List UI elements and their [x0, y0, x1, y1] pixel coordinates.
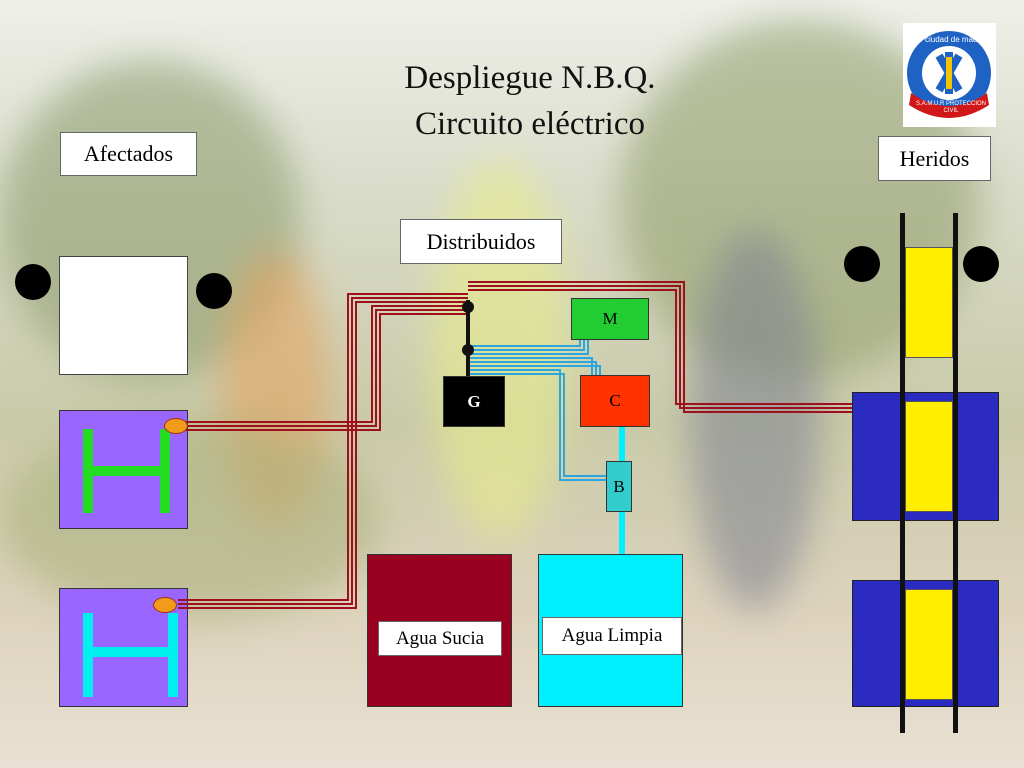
yellow-corridor-2 [905, 401, 953, 512]
plug-tent-cyan [153, 597, 177, 613]
dirty-water-tank: Agua Sucia [367, 554, 512, 707]
motor-label: M [602, 309, 618, 328]
motor-box: M [571, 298, 649, 340]
tent-cyan-h [59, 588, 188, 707]
samur-logo: ciudad de madrid S.A.M.U.R PROTECCION CI… [903, 23, 996, 127]
compressor-box: C [580, 375, 650, 427]
title-line-1: Despliegue N.B.Q. [404, 60, 656, 96]
logo-arc-text: ciudad de madrid [925, 35, 987, 44]
diagram-title: Despliegue N.B.Q. Circuito eléctrico [330, 55, 730, 147]
yellow-corridor-3 [905, 589, 953, 700]
label-distribuidos: Distribuidos [400, 219, 562, 264]
plug-tent-green [164, 418, 188, 434]
title-line-2: Circuito eléctrico [415, 106, 645, 142]
right-dot-2 [963, 246, 999, 282]
afectados-entry-box [59, 256, 188, 375]
label-agua-limpia: Agua Limpia [542, 617, 682, 655]
label-afectados: Afectados [60, 132, 197, 176]
boiler-box: B [606, 461, 632, 512]
label-heridos: Heridos [878, 136, 991, 181]
left-dot-2 [196, 273, 232, 309]
boiler-label: B [613, 476, 625, 496]
logo-ribbon-text: S.A.M.U.R PROTECCION CIVIL [915, 101, 986, 114]
clean-water-tank: Agua Limpia [538, 554, 683, 707]
left-dot-1 [15, 264, 51, 300]
label-agua-sucia: Agua Sucia [378, 621, 502, 656]
generator-box: G [443, 376, 505, 427]
yellow-corridor-1 [905, 247, 953, 358]
rail-right [953, 213, 958, 733]
right-dot-1 [844, 246, 880, 282]
compressor-label: C [609, 391, 621, 410]
rail-left [900, 213, 905, 733]
generator-label: G [467, 391, 481, 411]
